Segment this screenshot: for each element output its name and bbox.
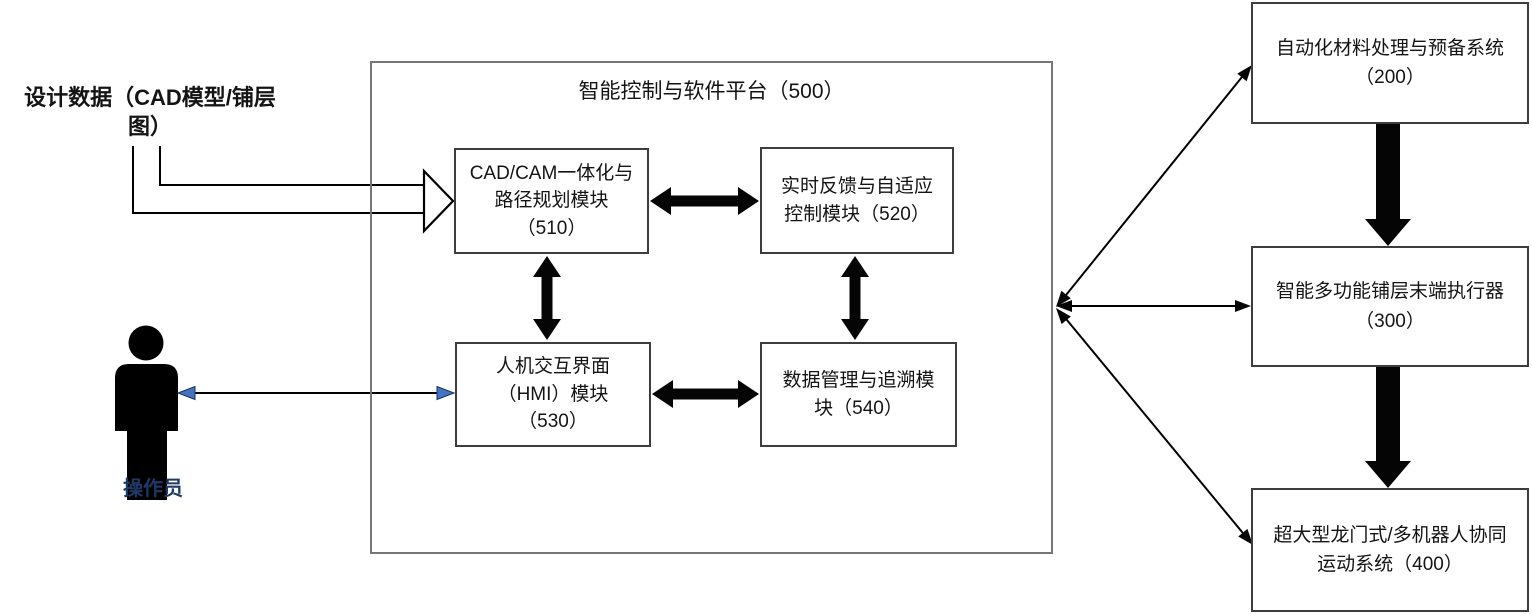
module-530-line: （HMI）模块 [497, 383, 609, 405]
module-540-line: 数据管理与追溯模 [782, 369, 935, 391]
module-520-line: 实时反馈与自适应 [780, 175, 933, 197]
module-box-520: 实时反馈与自适应 控制模块（520） [760, 147, 954, 254]
system-400-line: 运动系统（400） [1317, 554, 1463, 575]
system-300-line: （300） [1355, 310, 1425, 332]
module-530-line: 人机交互界面 [495, 356, 610, 378]
system-box-400: 超大型龙门式/多机器人协同 运动系统（400） [1251, 488, 1529, 612]
arrow-300-400 [1365, 367, 1411, 488]
system-box-200: 自动化材料处理与预备系统 （200） [1251, 2, 1529, 124]
arrow-platform-400 [1056, 308, 1253, 545]
module-box-540: 数据管理与追溯模 块（540） [760, 342, 957, 447]
platform-box-500: 智能控制与软件平台（500） [370, 61, 1053, 554]
arrow-510-530 [533, 256, 561, 340]
design-data-line2: 图） [127, 113, 172, 139]
module-box-530: 人机交互界面 （HMI）模块 （530） [455, 342, 651, 447]
arrow-200-300 [1365, 124, 1411, 246]
module-520-line: 控制模块（520） [784, 203, 930, 225]
design-data-arrow [132, 146, 455, 234]
arrow-530-540 [652, 380, 759, 408]
module-540-line: 块（540） [814, 397, 903, 419]
module-510-line: （510） [516, 217, 587, 239]
module-510-line: CAD/CAM一体化与 [469, 162, 634, 184]
platform-title: 智能控制与软件平台（500） [578, 80, 845, 103]
module-box-510: CAD/CAM一体化与 路径规划模块 （510） [454, 148, 649, 254]
system-box-300: 智能多功能铺层末端执行器 （300） [1251, 246, 1529, 367]
system-200-line: （200） [1355, 67, 1425, 88]
operator-label: 操作员 [123, 478, 183, 500]
design-data-label: 设计数据（CAD模型/铺层 图） [4, 84, 296, 141]
module-530-line: （530） [518, 411, 588, 433]
arrow-520-540 [841, 256, 869, 340]
arrow-510-520 [650, 187, 759, 215]
module-510-line: 路径规划模块 [494, 190, 609, 212]
arrow-platform-300 [1056, 300, 1251, 312]
operator-icon [115, 325, 178, 500]
arrow-platform-200 [1056, 65, 1252, 307]
design-data-line1: 设计数据（CAD模型/铺层 [24, 85, 276, 110]
system-200-line: 自动化材料处理与预备系统 [1275, 37, 1504, 59]
operator-hmi-arrow [176, 385, 456, 401]
system-400-line: 超大型龙门式/多机器人协同 [1273, 524, 1507, 546]
system-300-line: 智能多功能铺层末端执行器 [1275, 281, 1504, 303]
